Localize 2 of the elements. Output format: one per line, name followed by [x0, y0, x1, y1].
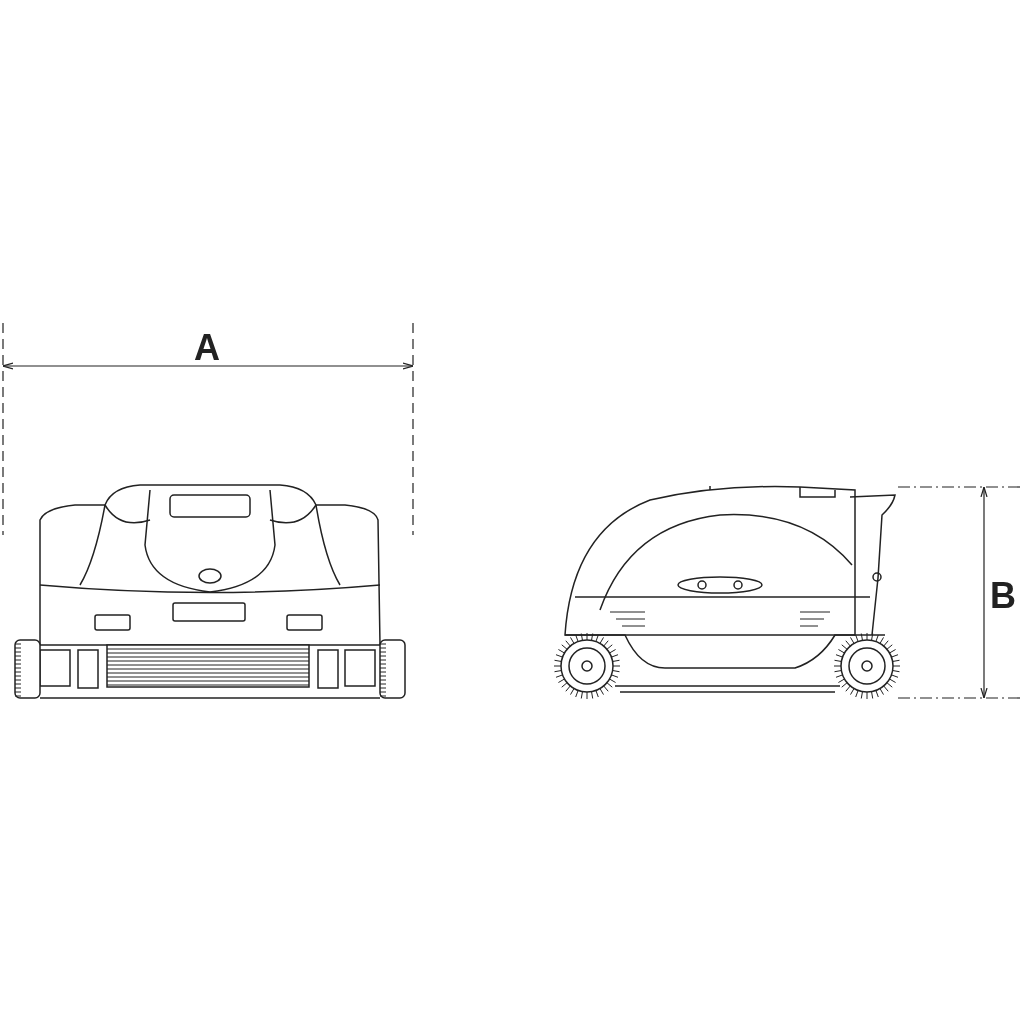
- dimension-label: B: [990, 578, 1016, 614]
- dimension-label: A: [194, 330, 220, 366]
